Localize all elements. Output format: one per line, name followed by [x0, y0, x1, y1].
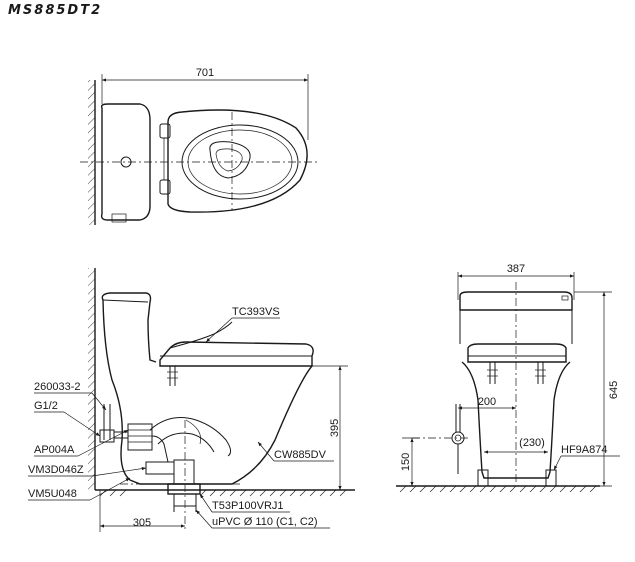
side-rough-in-dim: 305 — [133, 517, 151, 529]
label-vm3d046z: VM3D046Z — [28, 464, 84, 476]
front-height-dim: 645 — [608, 381, 620, 399]
front-supply-height-dim: 150 — [400, 453, 412, 471]
side-view: TC393VS 260033-2 G1/2 AP004A VM3D046Z VM… — [28, 268, 355, 532]
top-view: 701 — [80, 67, 320, 225]
label-hf9a874: HF9A874 — [561, 444, 607, 456]
label-vm5u048: VM5U048 — [28, 488, 77, 500]
front-width-dim: 387 — [507, 263, 525, 275]
label-cw885dv: CW885DV — [274, 449, 327, 461]
side-height-dim: 395 — [329, 419, 341, 437]
label-t53p100vrj1: T53P100VRJ1 — [212, 500, 284, 512]
front-supply-offset-dim: 200 — [478, 396, 496, 408]
label-260033-2: 260033-2 — [34, 381, 81, 393]
label-ap004a: AP004A — [34, 444, 75, 456]
model-code: MS885DT2 — [8, 3, 103, 18]
top-width-dim: 701 — [196, 67, 214, 79]
front-view: 387 645 200 (230) 150 HF9A874 — [396, 263, 620, 493]
label-upvc-pipe: uPVC Ø 110 (C1, C2) — [212, 516, 318, 528]
label-tc393vs: TC393VS — [232, 306, 280, 318]
label-g1-2: G1/2 — [34, 400, 58, 412]
front-base-width-dim: (230) — [519, 437, 545, 449]
